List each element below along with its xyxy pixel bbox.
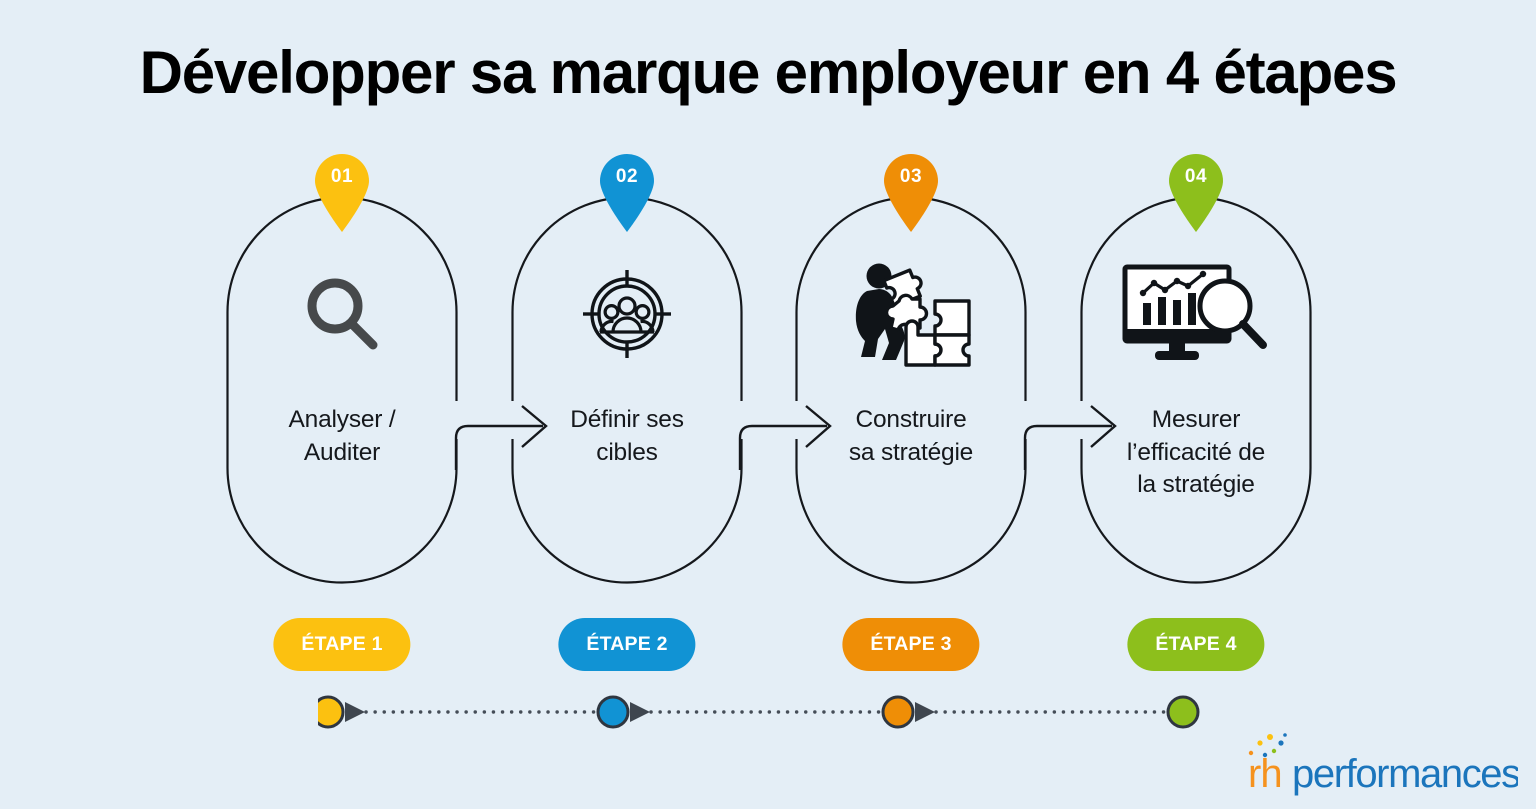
step-label-line1: Construire xyxy=(855,406,967,433)
step-capsule-4 xyxy=(1080,196,1312,584)
step-capsule-1 xyxy=(226,196,458,584)
step-pin-number: 02 xyxy=(615,166,639,187)
progress-timeline xyxy=(318,695,1200,729)
svg-text:rh: rh xyxy=(1248,752,1282,796)
step-pin-2: 02 xyxy=(595,150,659,232)
step-pin-4: 04 xyxy=(1164,150,1228,232)
step-label-line1: Analyser / xyxy=(288,406,396,433)
step-label-1: Analyser / Auditer xyxy=(212,404,472,469)
step-capsule-3 xyxy=(795,196,1027,584)
step-pin-3: 03 xyxy=(879,150,943,232)
map-pin-icon xyxy=(315,154,369,232)
step-badge-2[interactable]: ÉTAPE 2 xyxy=(558,618,696,671)
svg-text:performances: performances xyxy=(1292,752,1518,796)
step-pin-number: 04 xyxy=(1184,166,1208,187)
step-label-line2: cibles xyxy=(596,438,658,466)
step-icon-2 xyxy=(511,252,743,376)
step-icon-1 xyxy=(226,252,458,376)
map-pin-icon xyxy=(884,154,938,232)
page-title: Développer sa marque employeur en 4 étap… xyxy=(139,39,1398,106)
step-pin-number: 01 xyxy=(330,166,354,187)
timeline-dot-4[interactable] xyxy=(1166,695,1200,729)
step-badge-label: ÉTAPE 2 xyxy=(586,633,668,655)
timeline-arrow-1 xyxy=(345,702,365,722)
step-badge-label: ÉTAPE 3 xyxy=(870,633,952,655)
monitor-analytics-magnifier-icon xyxy=(1122,264,1267,360)
timeline-arrow-3 xyxy=(915,702,935,722)
step-icon-4 xyxy=(1080,252,1312,376)
step-badge-3[interactable]: ÉTAPE 3 xyxy=(842,618,980,671)
step-pin-number: 03 xyxy=(899,166,923,187)
step-label-2: Définir ses cibles xyxy=(497,404,757,469)
timeline-dot-1[interactable] xyxy=(318,695,345,729)
step-badge-1[interactable]: ÉTAPE 1 xyxy=(273,618,411,671)
step-label-3: Construire sa stratégie xyxy=(781,404,1041,469)
timeline-dot-3[interactable] xyxy=(881,695,915,729)
step-badge-label: ÉTAPE 4 xyxy=(1155,633,1237,655)
timeline-dot-2[interactable] xyxy=(596,695,630,729)
target-audience-icon xyxy=(583,270,671,358)
step-label-line2: l’efficacité de xyxy=(1126,438,1266,466)
rh-performances-logo[interactable]: rh performances xyxy=(1232,731,1522,797)
step-pin-1: 01 xyxy=(310,150,374,232)
capsule-outline-icon xyxy=(511,196,743,584)
map-pin-icon xyxy=(1169,154,1223,232)
step-label-line3: la stratégie xyxy=(1137,471,1255,499)
step-icon-3 xyxy=(795,252,1027,376)
step-label-line1: Mesurer xyxy=(1151,406,1241,433)
step-capsule-2 xyxy=(511,196,743,584)
map-pin-icon xyxy=(600,154,654,232)
magnifier-icon xyxy=(307,278,378,350)
step-label-line1: Définir ses xyxy=(570,406,684,433)
capsule-outline-icon xyxy=(226,196,458,584)
step-label-line2: sa stratégie xyxy=(848,438,974,466)
person-puzzle-icon xyxy=(855,263,971,367)
capsule-outline-icon xyxy=(795,196,1027,584)
step-badge-4[interactable]: ÉTAPE 4 xyxy=(1127,618,1265,671)
logo-mark-icon: rh performances xyxy=(1248,733,1522,796)
step-label-4: Mesurer l’efficacité de la stratégie xyxy=(1066,404,1326,502)
capsule-outline-icon xyxy=(1080,196,1312,584)
timeline-arrow-2 xyxy=(630,702,650,722)
step-badge-label: ÉTAPE 1 xyxy=(301,633,383,655)
step-label-line2: Auditer xyxy=(303,438,381,466)
